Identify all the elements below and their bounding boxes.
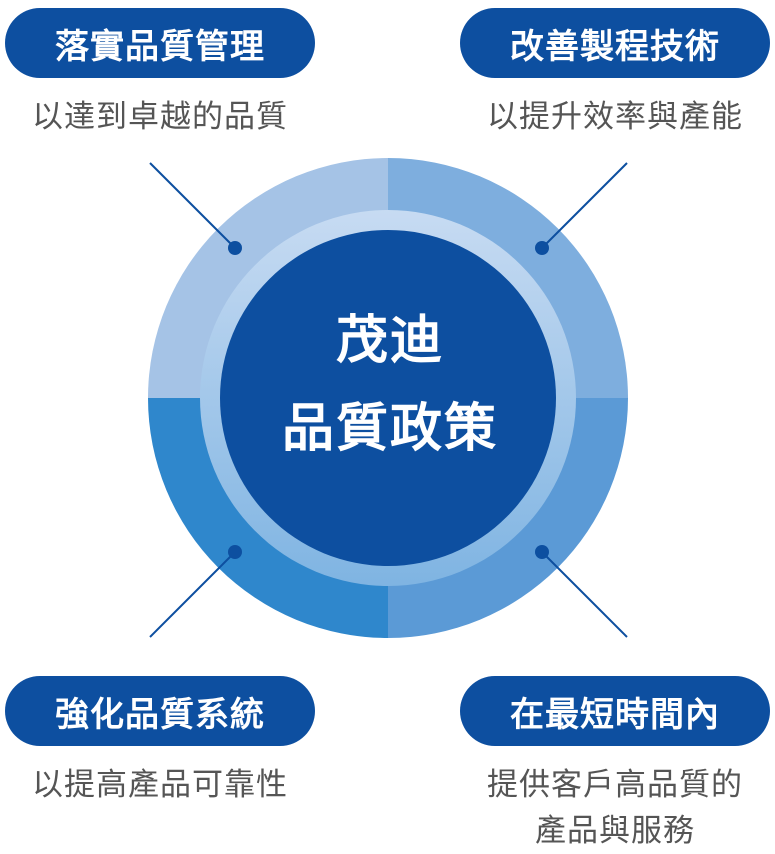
- desc-top-left-line-1: 以達到卓越的品質: [32, 99, 288, 135]
- connector-dot-top-right: [535, 241, 549, 255]
- connector-bottom-left: [149, 551, 236, 638]
- desc-top-right-line-1: 以提升效率與產能: [487, 99, 743, 135]
- desc-top-right: 以提升效率與產能: [455, 94, 775, 140]
- connector-dot-bottom-left: [228, 545, 242, 559]
- desc-bottom-right: 提供客戶高品質的 產品與服務: [455, 762, 775, 854]
- center-title-line-2: 品質政策: [281, 399, 498, 459]
- desc-bottom-left: 以提高產品可靠性: [0, 762, 320, 808]
- center-title-line-1: 茂迪: [335, 311, 444, 371]
- connector-top-right: [541, 162, 628, 249]
- connector-top-left: [149, 162, 236, 249]
- connector-dot-bottom-right: [535, 545, 549, 559]
- pill-top-right: 改善製程技術: [460, 8, 770, 78]
- pill-top-left: 落實品質管理: [5, 8, 315, 78]
- center-disc: [220, 230, 556, 566]
- desc-bottom-right-line-2: 產品與服務: [535, 813, 695, 849]
- desc-bottom-right-line-1: 提供客戶高品質的: [487, 767, 743, 803]
- connector-bottom-right: [541, 551, 628, 638]
- desc-top-left: 以達到卓越的品質: [0, 94, 320, 140]
- connector-dot-top-left: [228, 241, 242, 255]
- desc-bottom-left-line-1: 以提高產品可靠性: [32, 767, 288, 803]
- pill-bottom-right: 在最短時間內: [460, 676, 770, 746]
- pill-bottom-left: 強化品質系統: [5, 676, 315, 746]
